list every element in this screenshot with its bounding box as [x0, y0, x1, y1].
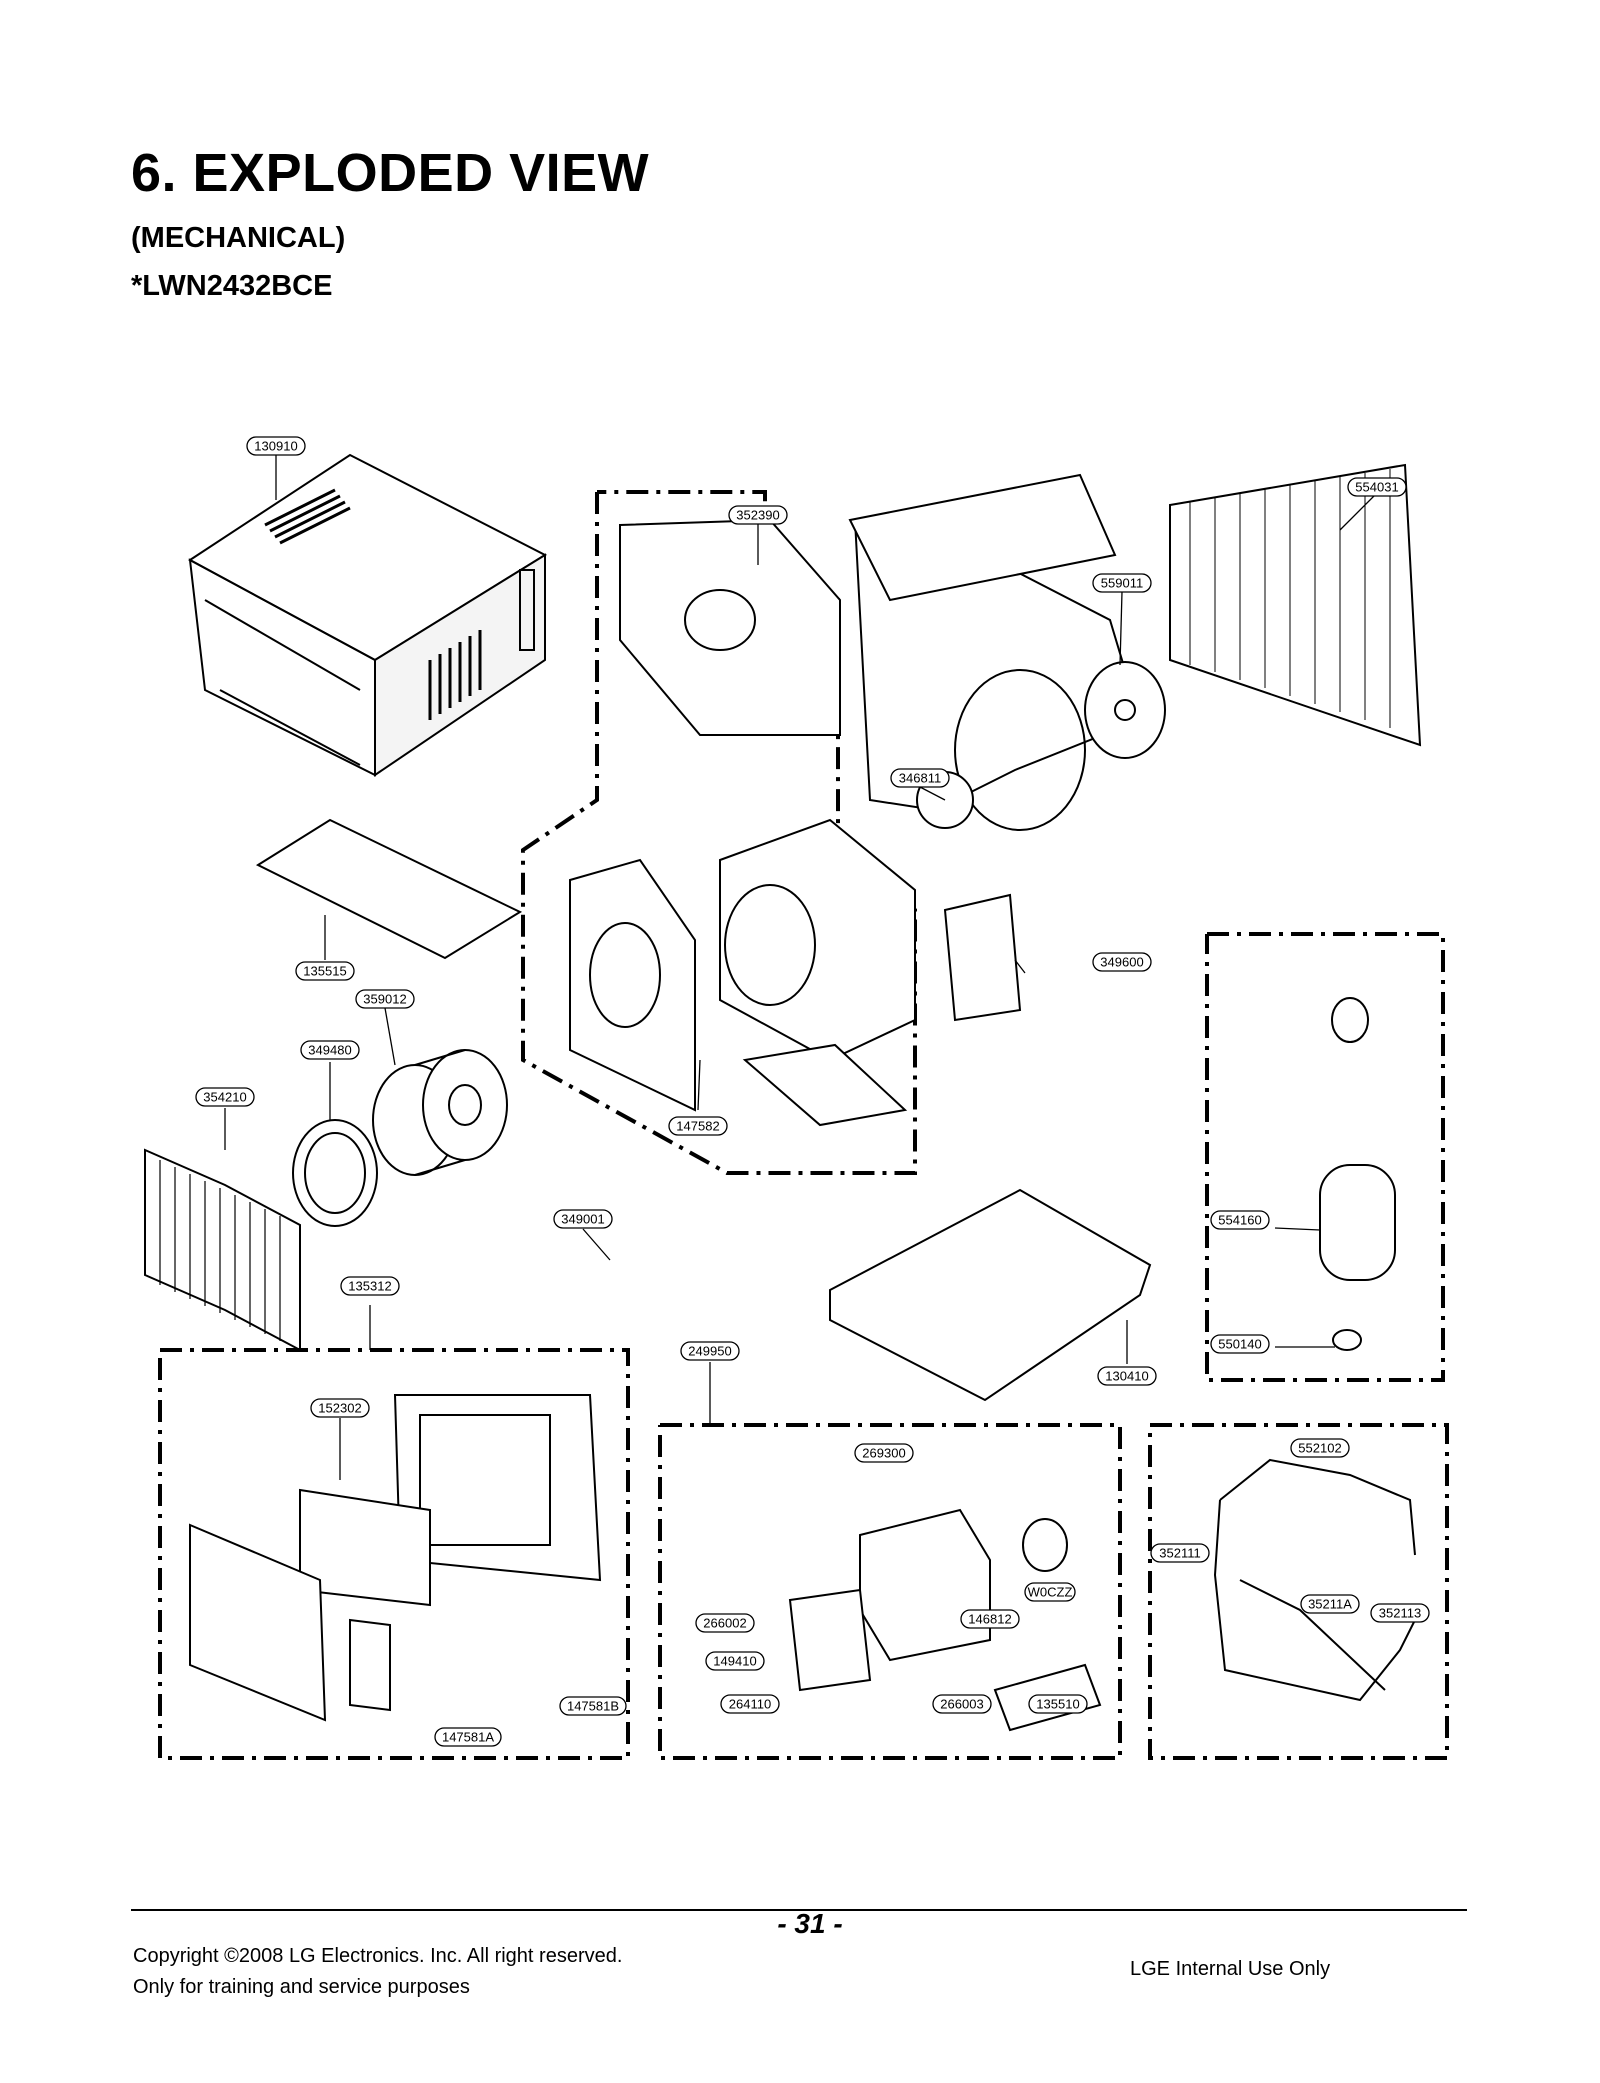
part-number: 135312: [348, 1279, 391, 1294]
part-number: 249950: [688, 1344, 731, 1359]
part-number: 135515: [303, 964, 346, 979]
part-number: 352113: [1379, 1606, 1421, 1621]
page-title: 6. EXPLODED VIEW: [131, 143, 650, 203]
evaporator-mount-drawing: [619, 518, 841, 736]
part-number: 559011: [1101, 576, 1143, 591]
part-label-152302: 152302: [310, 1398, 370, 1418]
part-label-147582: 147582: [668, 1116, 728, 1136]
internal-use-note: LGE Internal Use Only: [1130, 1958, 1331, 1980]
part-label-554031: 554031: [1347, 477, 1407, 497]
part-label-554160: 554160: [1210, 1210, 1270, 1230]
section-subtitle: (MECHANICAL): [131, 222, 346, 254]
part-number: 550140: [1218, 1337, 1261, 1352]
part-label-135515: 135515: [295, 961, 355, 981]
front-group-boundary: [158, 1348, 630, 1760]
base-pan-drawing: [829, 1188, 1152, 1402]
footer-divider: [131, 1909, 1467, 1911]
page-number: - 31 -: [777, 1908, 843, 1939]
part-number: 147582: [676, 1119, 719, 1134]
part-labels: 130910 352390 554031 559011 346811 135515 3496…: [195, 436, 1430, 1747]
part-label-552102: 552102: [1290, 1438, 1350, 1458]
part-number: 266003: [940, 1697, 983, 1712]
part-number: 149410: [713, 1654, 756, 1669]
part-number: 152302: [318, 1401, 361, 1416]
part-label-346811: 346811: [890, 768, 950, 788]
part-number: 35211A: [1308, 1597, 1352, 1612]
copyright-text: Copyright ©2008 LG Electronics. Inc. All…: [133, 1945, 623, 1967]
part-number: 146812: [968, 1612, 1011, 1627]
part-label-149410: 149410: [705, 1651, 765, 1671]
part-number: 264110: [729, 1697, 771, 1712]
part-label-146812: 146812: [960, 1609, 1020, 1629]
part-number: 359012: [363, 992, 406, 1007]
part-label-550140: 550140: [1210, 1334, 1270, 1354]
shroud-cover-drawing: [848, 473, 1117, 602]
part-number: 554031: [1355, 480, 1398, 495]
part-label-147581B: 147581B: [559, 1696, 627, 1716]
part-number: 266002: [703, 1616, 746, 1631]
part-number: 349001: [561, 1212, 604, 1227]
part-label-352111: 352111: [1150, 1543, 1210, 1563]
part-label-249950: 249950: [680, 1341, 740, 1361]
part-number: 130410: [1105, 1369, 1148, 1384]
part-label-349600: 349600: [1092, 952, 1152, 972]
rear-coil-drawing: [1169, 463, 1422, 747]
part-number: 554160: [1218, 1213, 1261, 1228]
part-number: W0CZZ: [1028, 1585, 1073, 1600]
part-number: 269300: [862, 1446, 905, 1461]
part-label-349480: 349480: [300, 1040, 360, 1060]
part-number: 352390: [736, 508, 779, 523]
part-number: 130910: [254, 439, 297, 454]
part-label-130410: 130410: [1097, 1366, 1157, 1386]
part-number: 135510: [1036, 1697, 1079, 1712]
base-plate-drawing: [255, 818, 523, 960]
part-label-130910: 130910: [246, 436, 306, 456]
part-label-147581A: 147581A: [434, 1727, 502, 1747]
cabinet-drawing: [188, 453, 548, 777]
compressor-group-boundary: [1205, 932, 1445, 1382]
part-label-35211A: 35211A: [1300, 1594, 1360, 1614]
part-label-349001: 349001: [553, 1209, 613, 1229]
electrical-group-boundary: [658, 1423, 1122, 1760]
part-label-269300: 269300: [854, 1443, 914, 1463]
part-label-354210: 354210: [195, 1087, 255, 1107]
part-number: 354210: [203, 1090, 246, 1105]
orifice-ring-drawing: [292, 1119, 378, 1227]
training-note: Only for training and service purposes: [133, 1976, 470, 1998]
fan-housing-drawing: [569, 818, 916, 1127]
condenser-drawing: [144, 1148, 301, 1352]
bracket-drawing: [943, 893, 1022, 1022]
blower-wheel-drawing: [372, 1049, 508, 1176]
part-label-266002: 266002: [695, 1613, 755, 1633]
model-number: *LWN2432BCE: [131, 270, 333, 302]
part-label-W0CZZ: W0CZZ: [1024, 1582, 1076, 1602]
part-number: 147581A: [442, 1730, 494, 1745]
part-number: 346811: [899, 771, 941, 786]
refrigerant-piping-drawing: [1213, 1458, 1421, 1702]
front-panel-drawing: [189, 1394, 602, 1722]
part-number: 147581B: [567, 1699, 619, 1714]
part-label-352390: 352390: [728, 505, 788, 525]
part-label-266003: 266003: [932, 1694, 992, 1714]
part-label-135312: 135312: [340, 1276, 400, 1296]
part-number: 349480: [308, 1043, 351, 1058]
part-label-352113: 352113: [1370, 1603, 1430, 1623]
propeller-fan-drawing: [1084, 661, 1166, 759]
part-number: 352111: [1159, 1546, 1200, 1561]
piping-group-boundary: [1148, 1423, 1449, 1760]
part-label-135510: 135510: [1028, 1694, 1088, 1714]
part-number: 349600: [1100, 955, 1143, 970]
part-label-359012: 359012: [355, 989, 415, 1009]
compressor-drawing: [1319, 997, 1396, 1351]
part-label-264110: 264110: [720, 1694, 780, 1714]
part-label-559011: 559011: [1092, 573, 1152, 593]
part-number: 552102: [1298, 1441, 1341, 1456]
